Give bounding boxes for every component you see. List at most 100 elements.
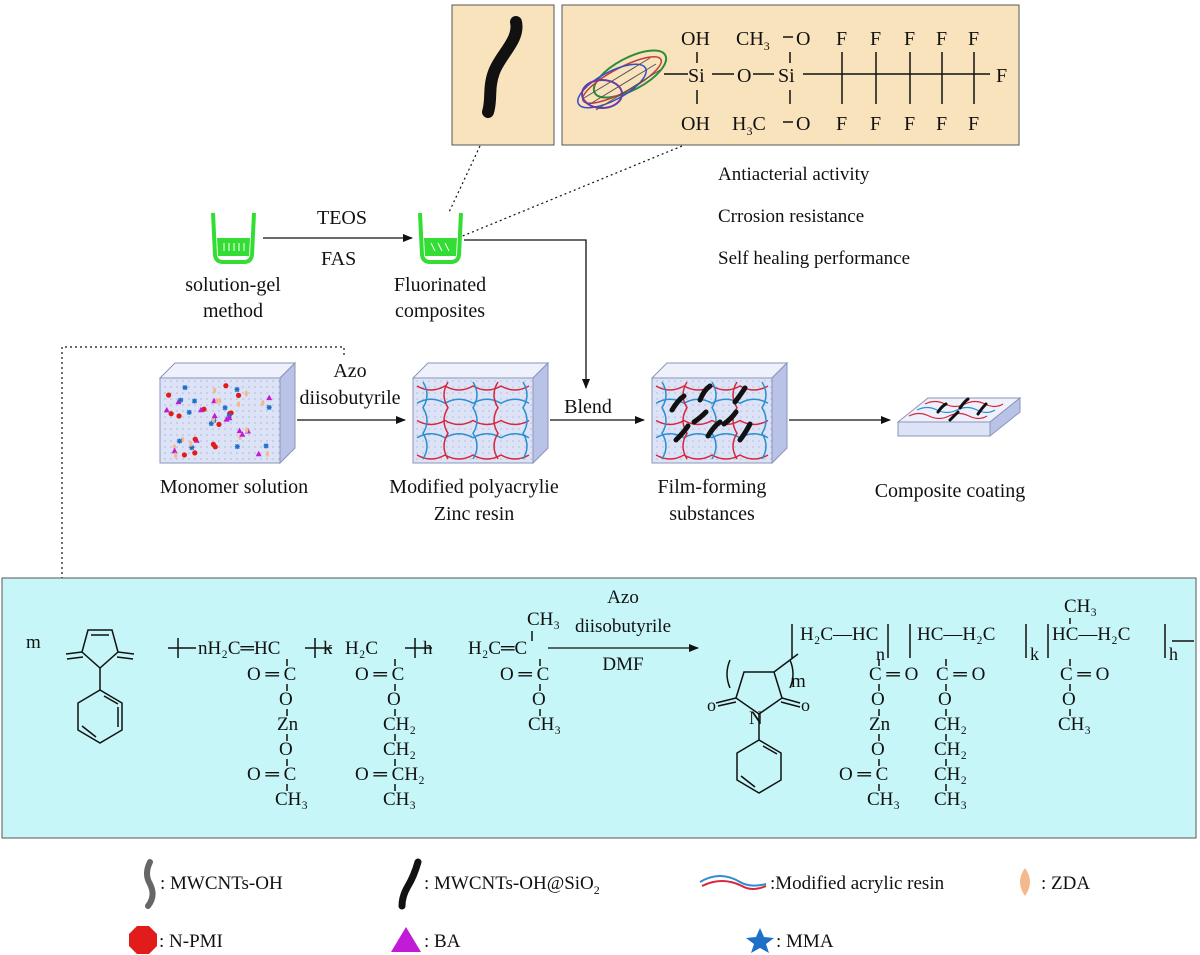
zda-particle [215,397,219,404]
zda-particle [211,416,215,423]
resin-strand [416,419,530,426]
f-bottom-3: F [936,113,947,135]
prod-n-atom: N [749,708,763,729]
side-chain-atom: C ═ O [936,664,985,685]
legend-label-7: : MMA [776,931,834,952]
monomer-solution-box [158,361,297,465]
zda-particle [174,452,178,459]
coating-network [908,400,1004,420]
resin-strand [908,412,988,420]
f-bottom-0: F [836,113,847,135]
h3c-bottom-sub: 3 [746,124,752,138]
arrow1-label-2: diisobutyrile [299,387,400,409]
side-chain-atom: CH₂ [383,714,416,735]
mono-3-formula: H₂C [345,638,378,659]
ba-particle [211,412,218,419]
mma-particle [182,385,188,391]
side-chain-atom: O [871,739,885,760]
npmi-particle [235,392,242,398]
h3c-bottom-h: H [732,113,746,135]
maleimide-structure [65,629,135,744]
mma-particle [192,398,198,404]
reagent-teos: TEOS [317,207,367,229]
resin-strand [443,381,449,460]
npmi-particle [166,392,172,398]
left-beaker-label-2: method [203,300,263,322]
prod-o-right: o [801,695,810,715]
prod-seg-1: H₂C—HC [800,624,878,645]
legend: : MWCNTs-OH : MWCNTs-OH@SiO2 :Modified a… [129,858,1090,954]
composite-coating-slab [896,396,1022,438]
mma-particle [177,438,183,444]
side-chain-atom: O [938,689,952,710]
svg-text:CH3: CH3 [736,28,770,53]
mma-particle [186,409,192,415]
side-chain-atom: CH₃ [383,789,416,810]
f-top-4: F [968,28,979,50]
resin-strand [416,398,530,405]
rxn-label-3: DMF [602,654,643,675]
stage-3-label-1: Film-forming [658,476,767,498]
resin-strand [416,433,530,439]
coef-m: m [26,632,41,653]
zda-particle [172,444,177,451]
side-chain-atom: O [532,689,546,710]
side-chain-atom: O ═ C [247,664,296,685]
npmi-particle [216,421,222,427]
npmi-particle [181,452,188,458]
side-chain-atom: O ═ C [247,764,296,785]
f-terminal-label: F [996,65,1007,87]
resin-strand [655,433,769,439]
resin-strand [655,454,769,460]
side-chain-atom: CH₂ [383,739,416,760]
side-chain-atom: C ═ O [869,664,918,685]
zda-particle [218,397,222,404]
mma-particle [222,405,228,411]
mma-particle [178,397,184,403]
resin-strand [661,381,667,460]
legend-label-3: :Modified acrylic resin [770,873,945,894]
o-bottom-label: O [796,113,810,135]
ba-particle [171,447,178,454]
f-top-3: F [936,28,947,50]
beaker-left-icon [211,212,256,264]
resin-strand [522,381,528,460]
resin-strand [924,400,1004,408]
legend-label-6: : BA [424,931,461,952]
resin-strand [916,406,996,414]
stage-4-label: Composite coating [875,480,1026,502]
side-chain-atom: O ═ CH₂ [355,764,425,785]
reagent-fas: FAS [321,248,356,270]
side-chain-atom: O [387,689,401,710]
prod-o-left: o [707,695,716,715]
coef-h: h [423,638,433,659]
ba-particle [236,427,243,434]
arrow1-label-1: Azo [333,360,366,382]
side-chain-atom: O ═ C [500,664,549,685]
side-chain-atom: O [1062,689,1076,710]
rxn-label-1: Azo [607,587,639,608]
npmi-particle [192,450,198,456]
ba-icon [391,927,421,952]
resin-strand [732,381,738,460]
mma-particle [234,387,240,393]
legend-label-2: : MWCNTs-OH@SiO2 [424,873,600,897]
product-succinimide [715,653,801,794]
film-forming-box [650,361,789,465]
oh-top-label: OH [681,28,710,50]
zda-particle [244,390,248,397]
resin-strand [422,381,428,460]
rxn-label-2: diisobutyrile [575,616,671,637]
resin-strand [416,454,530,460]
side-chain-atom: O [279,739,293,760]
property-2: Crrosion resistance [718,206,864,227]
side-chain-atom: CH₂ [934,714,967,735]
f-bottom-4: F [968,113,979,135]
property-3: Self healing performance [718,248,910,269]
property-1: Antiacterial activity [718,164,870,185]
coef-k: k [323,638,333,659]
side-chain-atom: O ═ C [355,664,404,685]
f-top-2: F [904,28,915,50]
f-top-1: F [870,28,881,50]
